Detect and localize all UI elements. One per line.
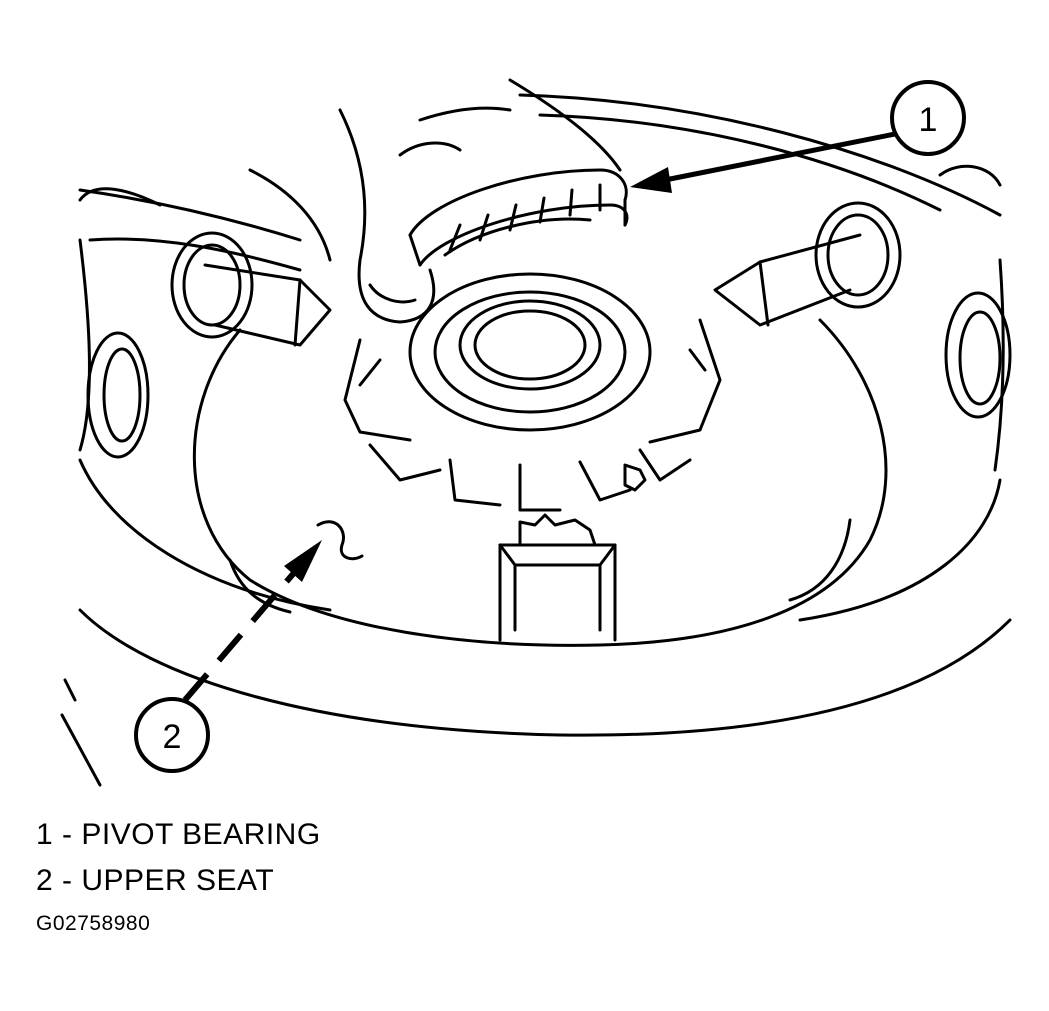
strut-tower-housing (78, 93, 1012, 737)
upper-seat (192, 318, 888, 647)
legend-item-upper-seat: 2 - UPPER SEAT (36, 864, 275, 897)
left-mounting-stud (170, 231, 332, 347)
callout-2: 2 (134, 540, 322, 773)
legend-item-pivot-bearing: 1 - PIVOT BEARING (36, 818, 321, 851)
callout-1-number: 1 (919, 101, 938, 139)
figure-code: G02758980 (36, 912, 151, 935)
strut-assembly-illustration: 1 2 (60, 78, 1012, 787)
right-mounting-stud (713, 201, 902, 327)
parts-legend: 1 - PIVOT BEARING 2 - UPPER SEAT (36, 812, 321, 904)
callout-1: 1 (630, 80, 966, 193)
callout-2-number: 2 (163, 718, 182, 756)
strut-rod-block (498, 513, 617, 642)
bearing-seat-ring (343, 272, 722, 512)
side-bosses (86, 291, 1012, 459)
technician-hands (78, 78, 622, 324)
corner-hatch-marks (60, 678, 102, 787)
pivot-bearing (408, 168, 629, 267)
